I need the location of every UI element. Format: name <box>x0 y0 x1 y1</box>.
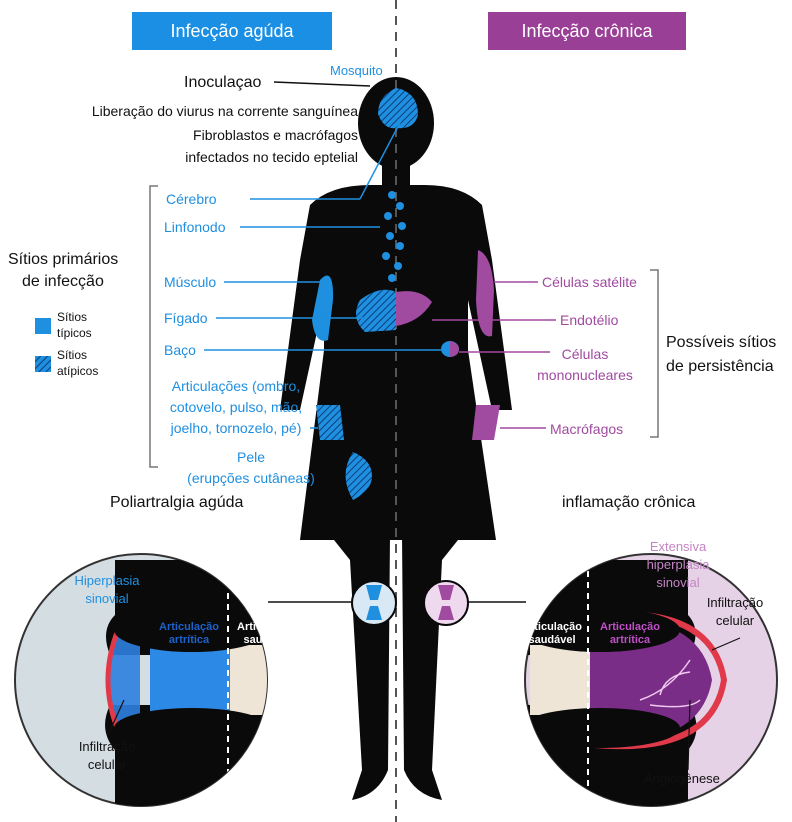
site-pele-1: Pele <box>166 449 336 466</box>
site-cerebro: Cérebro <box>166 191 217 208</box>
legend-atypical-swatch <box>35 356 51 372</box>
chronic-hyperplasia-3: sinovial <box>636 574 720 591</box>
label-fibroblasts-2: infectados no tecido eptelial <box>30 149 358 166</box>
label-fibroblasts-1: Fibroblastos e macrófagos <box>30 127 358 144</box>
chronic-hyperplasia-1: Extensiva <box>636 538 720 555</box>
chronic-panel-title: inflamação crônica <box>562 494 695 511</box>
label-release: Liberação do viurus na corrente sanguíne… <box>30 103 358 120</box>
chronic-arthritic-1: Articulação <box>600 621 660 633</box>
acute-healthy-1: Articulação <box>237 621 297 633</box>
site-articulacoes-2: cotovelo, pulso, mão, <box>156 399 316 416</box>
hand-site-left <box>316 405 344 440</box>
acute-arthritic-1: Articulação <box>159 621 219 633</box>
site-celulas-mono-1: Células <box>520 346 650 363</box>
legend-typical-label-2: típicos <box>57 325 92 342</box>
site-celulas-mono-2: mononucleares <box>520 367 650 384</box>
acute-healthy-2: saudável <box>243 634 290 646</box>
legend-atypical-label-1: Sítios <box>57 347 87 364</box>
site-articulacoes-3: joelho, tornozelo, pé) <box>156 420 316 437</box>
chronic-infiltration-2: celular <box>690 612 780 629</box>
acute-arthritic-label: Articulação artrítica <box>152 621 226 647</box>
acute-arthritic-2: artrítica <box>169 634 209 646</box>
hand-site-right <box>472 405 500 440</box>
chronic-arthritic-label: Articulação artrítica <box>592 621 668 647</box>
label-inoculation: Inoculaçao <box>184 74 261 91</box>
header-acute: Infecção agúda <box>132 12 332 50</box>
chronic-healthy-label: Articulação saudável <box>514 621 590 647</box>
chronic-infiltration-1: Infiltração <box>690 594 780 611</box>
chronic-healthy-2: saudável <box>528 634 575 646</box>
site-linfonodo: Linfonodo <box>164 219 226 236</box>
acute-infiltration-1: Infiltração <box>62 738 152 755</box>
persistence-title-1: Possíveis sítios <box>666 334 776 351</box>
site-macrofagos: Macrófagos <box>550 421 623 438</box>
site-figado: Fígado <box>164 310 208 327</box>
label-mosquito: Mosquito <box>330 62 383 79</box>
chronic-angiogenesis: Angiogênese <box>644 770 720 787</box>
acute-hyperplasia-1: Hiperplasia <box>62 572 152 589</box>
legend-atypical-label-2: atípicos <box>57 363 98 380</box>
site-musculo: Músculo <box>164 274 216 291</box>
primary-sites-title-1: Sítios primários <box>8 251 118 268</box>
site-articulacoes-1: Articulações (ombro, <box>156 378 316 395</box>
site-celulas-satelite: Células satélite <box>542 274 637 291</box>
legend-typical-swatch <box>35 318 51 334</box>
acute-infiltration-2: celular <box>62 756 152 773</box>
primary-sites-title-2: de infecção <box>22 273 104 290</box>
chronic-healthy-1: Articulação <box>522 621 582 633</box>
acute-healthy-label: Articulação saudável <box>230 621 304 647</box>
persistence-sites-bracket <box>650 270 658 437</box>
chronic-hyperplasia-2: hiperplasia <box>636 556 720 573</box>
site-baco: Baço <box>164 342 196 359</box>
site-pele-2: (erupções cutâneas) <box>166 470 336 487</box>
legend-typical-label-1: Sítios <box>57 309 87 326</box>
site-endotelio: Endotélio <box>560 312 618 329</box>
persistence-title-2: de persistência <box>666 358 774 375</box>
acute-hyperplasia-2: sinovial <box>62 590 152 607</box>
chronic-arthritic-2: artrítica <box>610 634 650 646</box>
header-chronic: Infecção crônica <box>488 12 686 50</box>
acute-panel-title: Poliartralgia agúda <box>110 494 243 511</box>
